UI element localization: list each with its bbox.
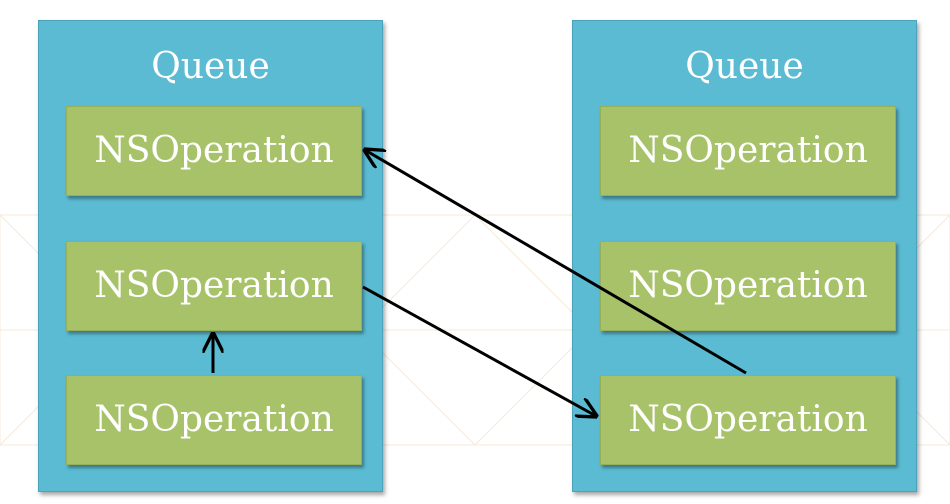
queue-right-operation-3: NSOperation — [600, 375, 896, 465]
queue-left-operation-2: NSOperation — [66, 241, 362, 331]
queue-left-operation-1: NSOperation — [66, 106, 362, 196]
queue-right: Queue NSOperation NSOperation NSOperatio… — [572, 20, 917, 492]
queue-left-title: Queue — [151, 46, 270, 87]
queue-left: Queue NSOperation NSOperation NSOperatio… — [38, 20, 383, 492]
queue-left-operation-3: NSOperation — [66, 375, 362, 465]
queue-right-operation-1: NSOperation — [600, 106, 896, 196]
queue-right-operation-2: NSOperation — [600, 241, 896, 331]
queue-right-title: Queue — [685, 46, 804, 87]
